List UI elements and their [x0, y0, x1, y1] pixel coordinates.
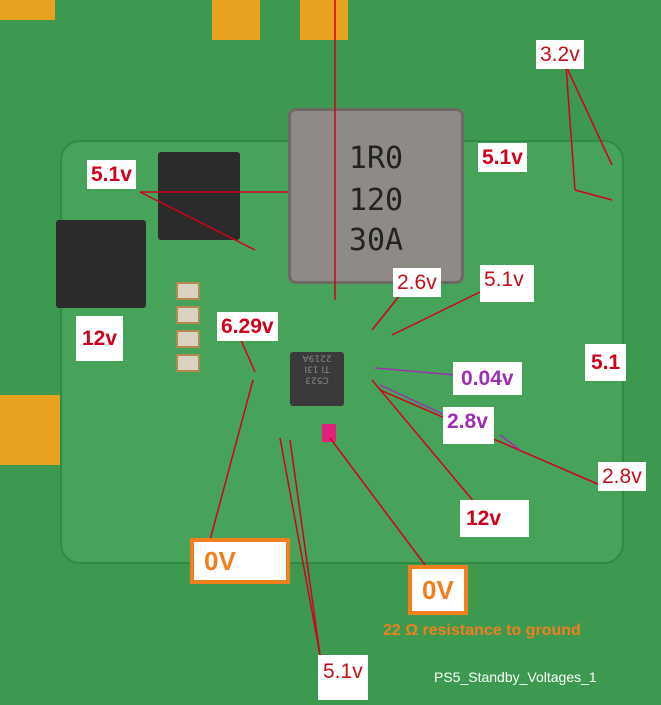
voltage-label: 0V [190, 538, 290, 584]
mosfet [158, 152, 240, 240]
copper-pad [212, 0, 260, 40]
inductor-marking: 120 [348, 183, 404, 218]
voltage-label: 0V [408, 565, 468, 615]
mosfet [56, 220, 146, 308]
inductor-marking: 1R0 [348, 141, 404, 176]
inductor: 1R0 120 30A [288, 108, 464, 284]
copper-pad [0, 395, 60, 465]
inductor-marking: 30A [348, 223, 404, 258]
capacitor [176, 282, 200, 300]
voltage-label: 2.8v [598, 462, 646, 491]
resistor-highlight [322, 424, 336, 442]
image-caption: PS5_Standby_Voltages_1 [434, 669, 597, 685]
capacitor [176, 330, 200, 348]
voltage-label: 3.2v [536, 40, 584, 69]
voltage-label: 6.29v [217, 312, 278, 341]
voltage-label: 5.1v [318, 655, 368, 700]
capacitor [176, 354, 200, 372]
voltage-label: 12v [460, 500, 530, 537]
voltage-label: 5.1v [478, 143, 527, 172]
voltage-label: 12v [76, 316, 124, 361]
copper-pad [0, 0, 55, 20]
voltage-label: 0.04v [453, 362, 522, 395]
voltage-label: 5.1v [87, 160, 136, 189]
voltage-label: 5.1 [585, 344, 627, 381]
voltage-label: 2.6v [393, 268, 441, 297]
resistance-note: 22 Ω resistance to ground [383, 622, 581, 639]
capacitor [176, 306, 200, 324]
voltage-label: 2.8v [443, 407, 494, 444]
copper-pad [300, 0, 348, 40]
voltage-label: 5.1v [480, 265, 534, 302]
